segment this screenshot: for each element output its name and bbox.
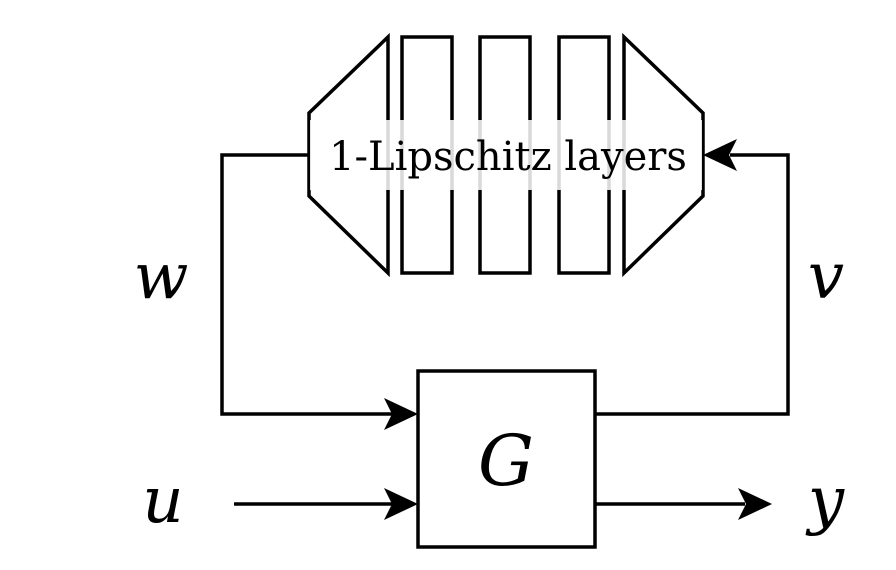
y-label: y — [805, 464, 845, 538]
y-arrowhead — [738, 488, 772, 520]
v-arrowhead — [703, 139, 737, 171]
output-trapezoid-layer — [622, 32, 705, 278]
w-label: w — [134, 240, 189, 314]
input-trapezoid-layer — [307, 32, 390, 278]
w-arrowhead — [384, 398, 418, 430]
v-signal-line — [595, 153, 790, 416]
u-arrowhead — [384, 488, 418, 520]
layers-label: 1-Lipschitz layers — [329, 134, 687, 180]
g-block-label: G — [478, 420, 534, 502]
w-signal-line — [220, 153, 392, 416]
u-label: u — [142, 464, 183, 538]
g-block — [416, 369, 597, 549]
v-label: v — [808, 240, 844, 314]
layers-label-background — [310, 120, 702, 190]
